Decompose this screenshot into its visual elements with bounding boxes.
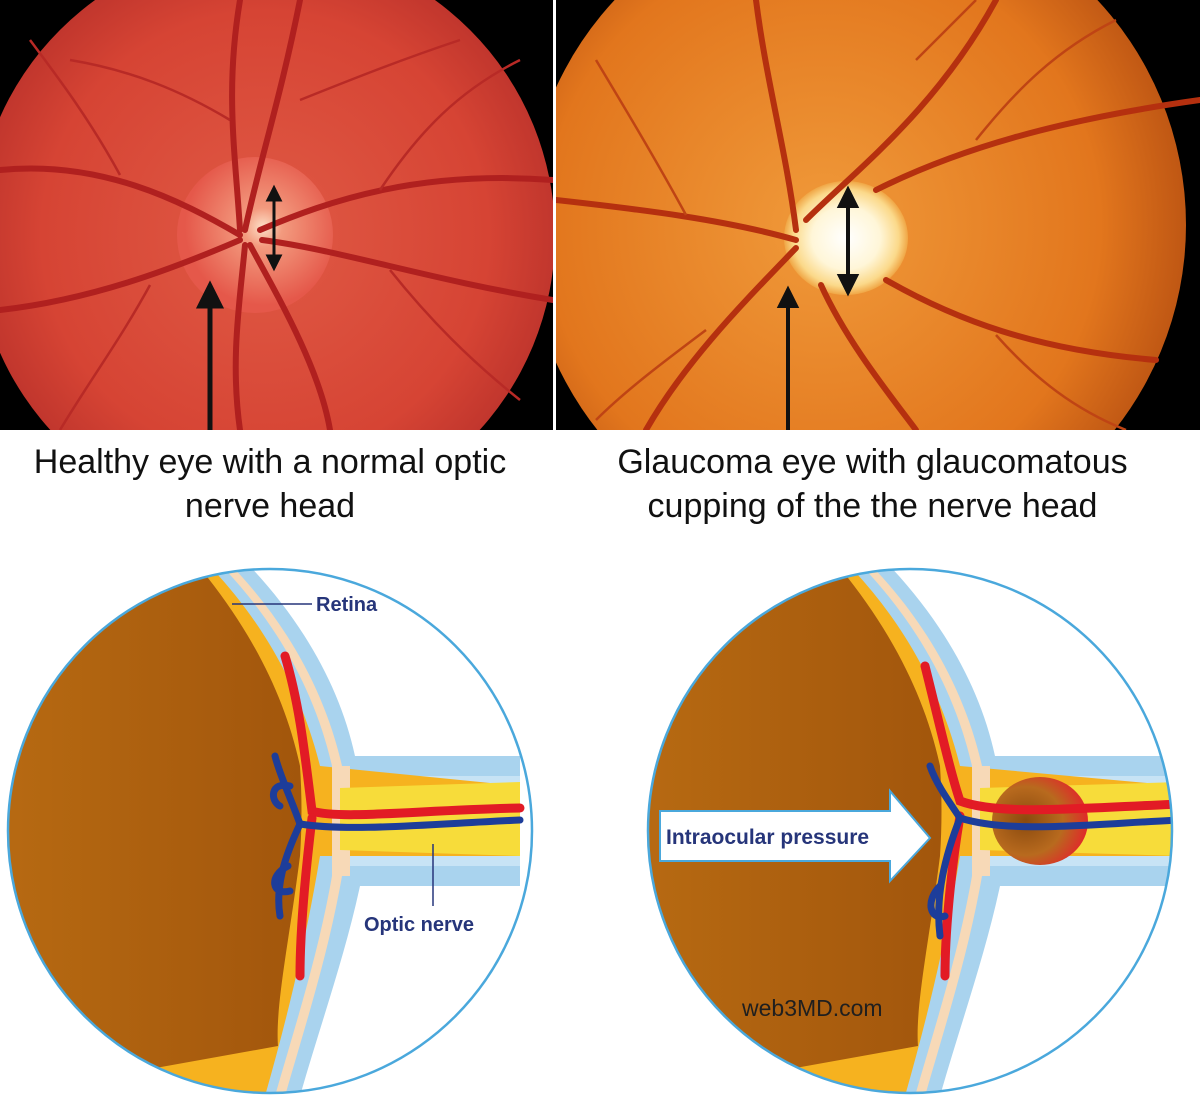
intraocular-pressure-arrow: Intraocular pressure xyxy=(659,788,932,884)
intraocular-pressure-label: Intraocular pressure xyxy=(666,826,869,849)
glaucoma-cup-arrow xyxy=(836,185,860,297)
healthy-magnifier-ring xyxy=(6,567,534,1095)
healthy-caption-line-2: nerve head xyxy=(184,487,356,525)
healthy-eye-caption: Healthy eye with a normal optic nerve he… xyxy=(0,440,540,528)
glaucoma-eye-caption: Glaucoma eye with glaucomatous cupping o… xyxy=(565,440,1180,528)
watermark-text: web3MD.com xyxy=(741,995,883,1021)
glaucoma-caption-line-1: Glaucoma eye with glaucomatous xyxy=(617,443,1128,481)
glaucoma-optic-nerve-diagram: Intraocular pressure web3MD.com xyxy=(640,556,1180,1096)
retina-label: Retina xyxy=(316,594,378,616)
healthy-optic-nerve-diagram: Retina Optic nerve xyxy=(0,556,540,1096)
healthy-nerve-fibers xyxy=(340,782,520,856)
healthy-pointer-arrow xyxy=(195,280,225,430)
healthy-fundus-photo xyxy=(0,0,553,430)
healthy-vitreous xyxy=(8,569,302,1093)
healthy-small-vessels xyxy=(28,38,521,430)
healthy-blood-vessels xyxy=(0,0,553,430)
healthy-artery xyxy=(280,651,525,981)
healthy-optic-disc xyxy=(177,157,333,313)
glaucoma-caption-line-2: cupping of the the nerve head xyxy=(647,487,1098,525)
healthy-vein xyxy=(270,752,524,920)
glaucoma-blood-vessels xyxy=(556,0,1200,430)
glaucoma-pointer-arrow xyxy=(776,285,800,430)
glaucoma-optic-cup-excavation xyxy=(992,777,1088,865)
glaucoma-small-vessels xyxy=(594,0,1127,430)
healthy-caption-line-1: Healthy eye with a normal optic xyxy=(33,443,507,481)
glaucoma-vein xyxy=(926,762,1172,940)
glaucoma-magnifier-ring xyxy=(646,567,1174,1095)
optic-nerve-label: Optic nerve xyxy=(364,914,474,936)
glaucoma-fundus-photo xyxy=(556,0,1200,430)
healthy-cup-arrow xyxy=(265,184,283,272)
